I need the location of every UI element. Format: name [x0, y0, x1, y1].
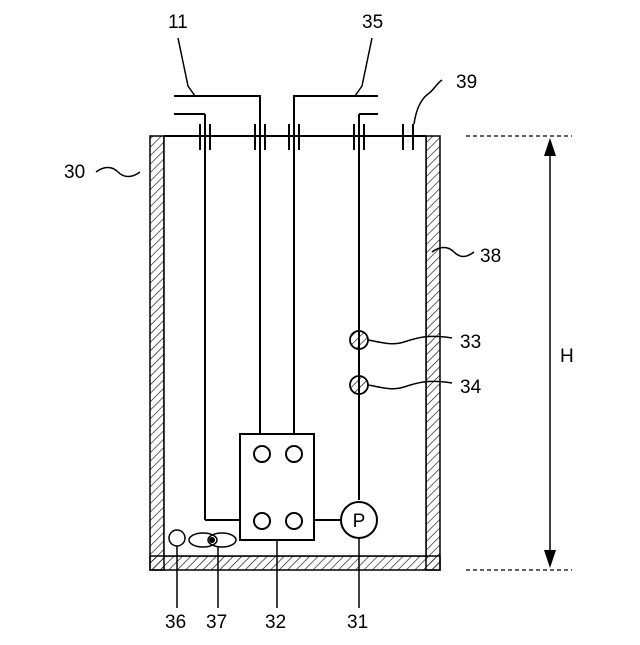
label-31: 31: [347, 612, 368, 633]
label-37: 37: [206, 612, 227, 633]
label-30: 30: [64, 162, 85, 183]
sensor-34: [350, 376, 368, 394]
height-dimension: [466, 136, 572, 570]
label-36: 36: [165, 612, 186, 633]
label-32: 32: [265, 612, 286, 633]
sensor-33: [350, 331, 368, 349]
label-38: 38: [480, 246, 501, 267]
label-11: 11: [168, 12, 188, 33]
label-39: 39: [456, 72, 477, 93]
label-33: 33: [460, 332, 481, 353]
pump-letter: P: [353, 511, 366, 532]
label-35: 35: [362, 12, 383, 33]
label-H: H: [560, 346, 574, 367]
label-34: 34: [460, 377, 482, 398]
